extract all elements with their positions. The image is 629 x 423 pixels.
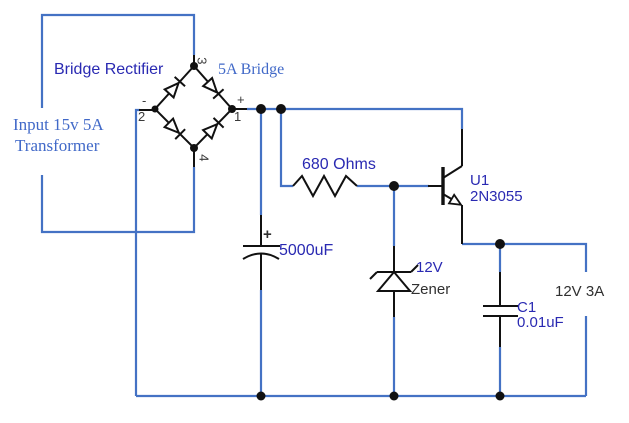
filter-cap-value-label: 5000uF [279, 242, 334, 259]
bridge-diode-3-1 [201, 76, 225, 100]
bridge-rectifier-label: Bridge Rectifier [54, 61, 164, 78]
zener-diode-symbol [369, 246, 419, 317]
transistor-symbol [428, 129, 463, 244]
resistor-value-label: 680 Ohms [302, 156, 376, 173]
bridge-pin2-label: 2 [138, 109, 146, 124]
output-capacitor-symbol [483, 272, 518, 347]
bridge-pin3-label: 3 [194, 57, 210, 65]
transformer-box-wires [40, 13, 196, 234]
ac-negative-wire [134, 108, 140, 396]
resistor-branch-wires [279, 109, 429, 188]
bridge-diode-4-1 [201, 117, 225, 141]
bridge-pin4-label: 4 [196, 154, 212, 162]
junction-dots [256, 104, 505, 401]
bridge-rectifier-symbol [139, 55, 247, 167]
dc-positive-rail [247, 107, 464, 129]
filter-cap-plus-label: + [263, 226, 272, 243]
zener-name-label: Zener [411, 281, 451, 298]
emitter-arrow [447, 193, 463, 206]
bridge-pin1-label: 1 [234, 109, 242, 124]
filter-capacitor-symbol [242, 215, 280, 290]
bridge-minus-label: - [142, 93, 147, 108]
resistor-symbol [292, 173, 358, 199]
bridge-diode-2-4 [162, 116, 186, 140]
output-cap-value-label: 0.01uF [517, 314, 564, 331]
bridge-rating-label: 5A Bridge [218, 61, 285, 78]
transistor-ref-label: U1 [470, 172, 490, 189]
zener-voltage-label: 12V [416, 259, 443, 276]
transformer-label-line2: Transformer [15, 136, 100, 155]
output-cap-ref-label: C1 [517, 299, 537, 316]
transformer-label-line1: Input 15v 5A [13, 115, 104, 134]
bridge-plus-label: + [237, 92, 245, 107]
output-rating-label: 12V 3A [555, 283, 605, 300]
bridge-diode-2-3 [162, 76, 186, 100]
transistor-part-label: 2N3055 [470, 188, 523, 205]
